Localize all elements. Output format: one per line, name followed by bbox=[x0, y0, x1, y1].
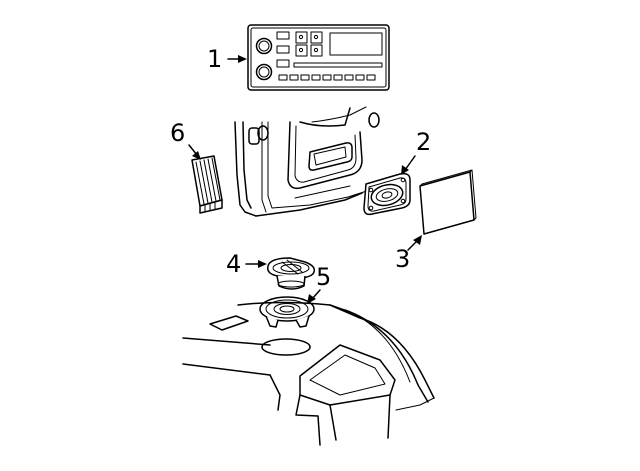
rear-speaker bbox=[266, 257, 316, 290]
callout-4: 4 bbox=[226, 250, 267, 278]
callout-6: 6 bbox=[170, 119, 201, 160]
speaker-mount-ring bbox=[259, 296, 315, 328]
speaker-grille-panel bbox=[419, 169, 477, 235]
callout-5: 5 bbox=[307, 263, 331, 304]
callout-3: 3 bbox=[395, 235, 422, 273]
callout-number-3: 3 bbox=[395, 245, 410, 273]
callout-1: 1 bbox=[207, 45, 247, 73]
callout-2: 2 bbox=[401, 128, 431, 175]
radio-receiver bbox=[247, 24, 390, 91]
callout-number-2: 2 bbox=[416, 128, 431, 156]
preset-buttons bbox=[278, 74, 376, 81]
door-panel bbox=[234, 106, 380, 217]
amplifier-module bbox=[191, 155, 223, 214]
callout-number-4: 4 bbox=[226, 250, 241, 278]
callout-number-5: 5 bbox=[316, 263, 331, 291]
callout-number-6: 6 bbox=[170, 119, 185, 147]
rear-package-shelf bbox=[182, 301, 435, 446]
door-speaker bbox=[363, 172, 411, 216]
callout-number-1: 1 bbox=[207, 45, 222, 73]
